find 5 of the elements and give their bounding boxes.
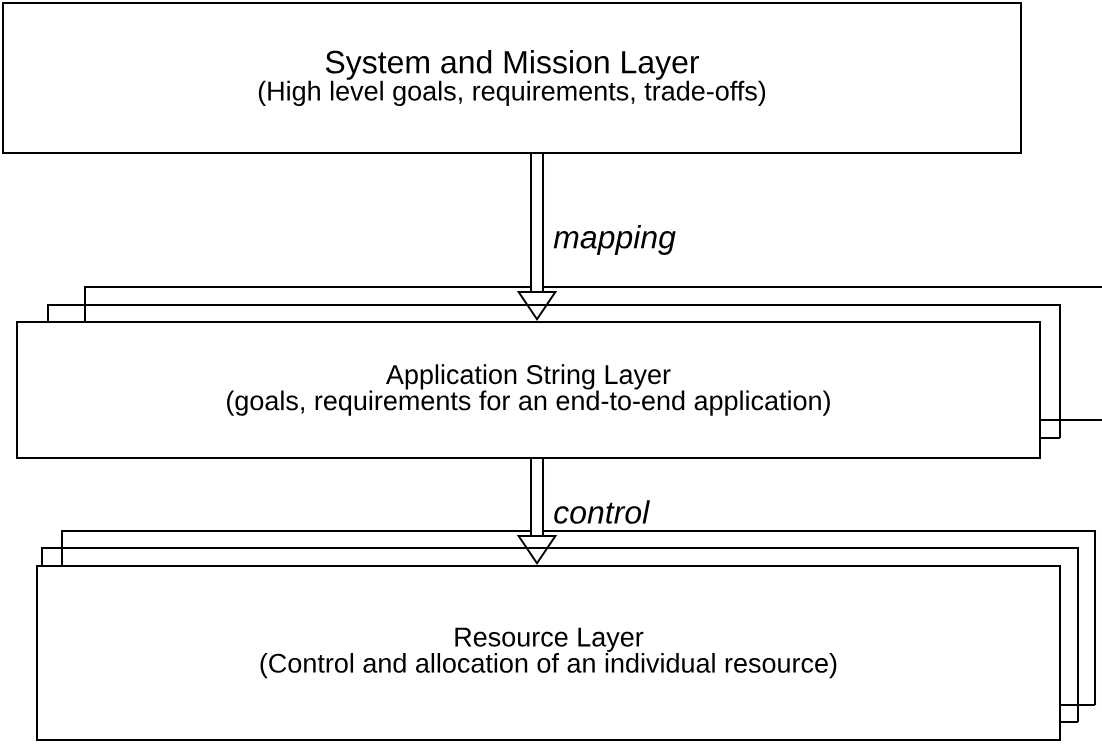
stacked-layer-box: Resource Layer (Control and allocation of an individual resource) bbox=[36, 530, 1096, 741]
edge-label: mapping bbox=[553, 225, 676, 255]
edge-label: control bbox=[554, 500, 650, 524]
stacked-layer-box: Application String Layer (goals, requirements for an end-to-end application) bbox=[16, 286, 1102, 459]
layer-box: System and Mission Layer (High level goals, requirements, trade-offs) bbox=[2, 2, 1022, 154]
